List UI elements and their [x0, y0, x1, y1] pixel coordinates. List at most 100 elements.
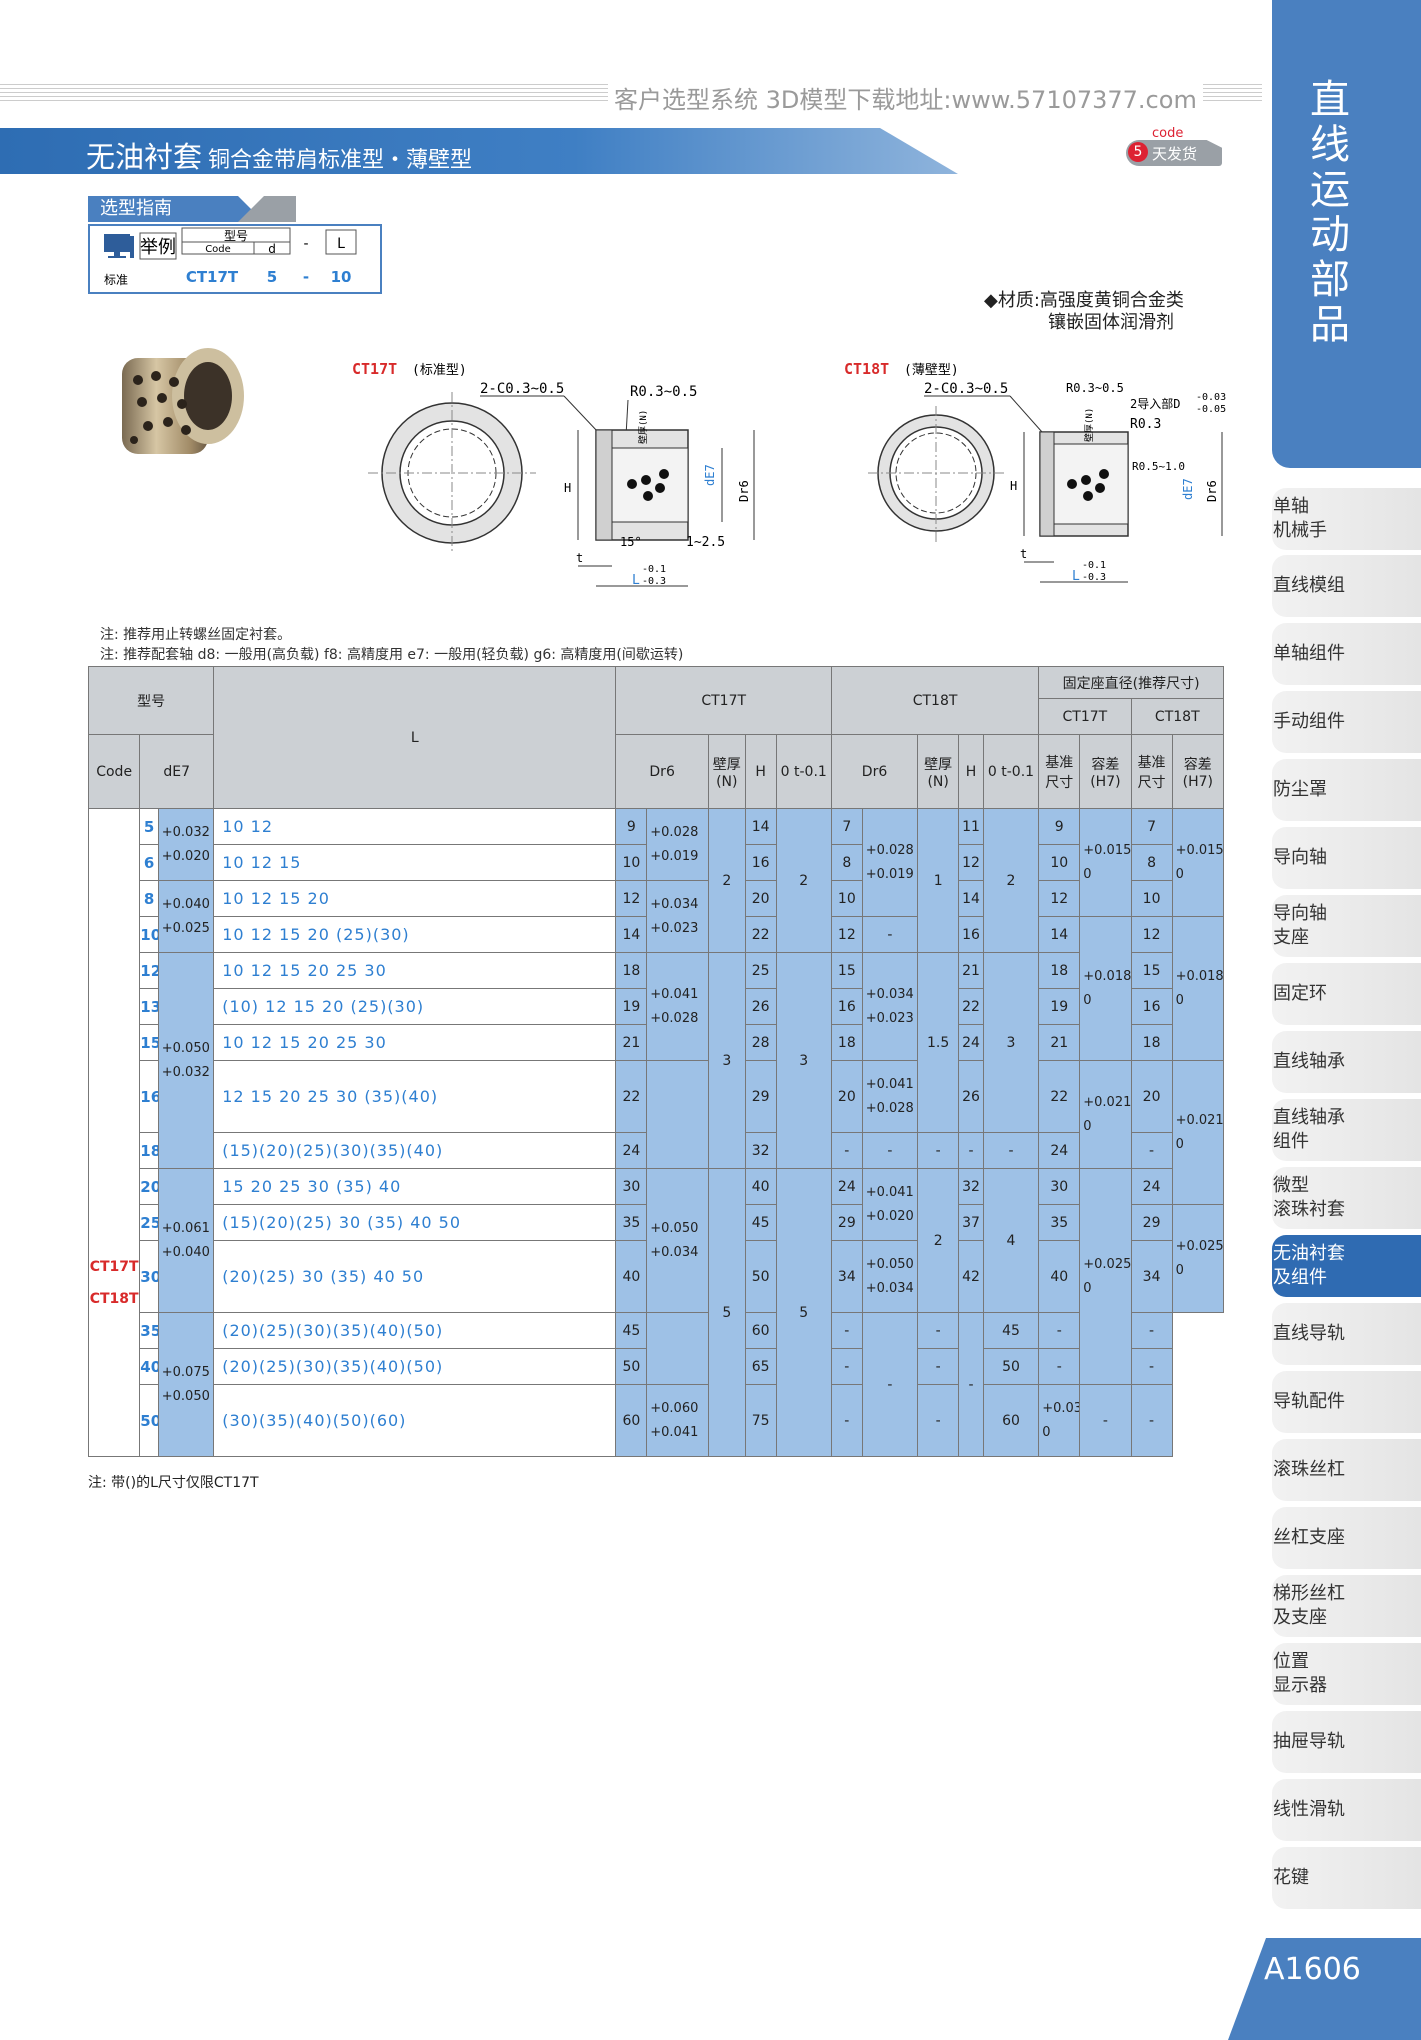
sidebar-item-17[interactable]: 梯形丝杠 及支座	[1272, 1575, 1421, 1637]
D18-value: 10	[830, 880, 863, 917]
sidebar-item-11[interactable]: 微型 滚珠衬套	[1272, 1167, 1421, 1229]
ct17t-dim-l: L	[632, 573, 640, 588]
sidebar-item-9[interactable]: 直线轴承	[1272, 1031, 1421, 1093]
l-values: (15)(20)(25)(30)(35)(40)	[213, 1132, 617, 1169]
sidebar-item-18[interactable]: 位置 显示器	[1272, 1643, 1421, 1705]
H18-value: 37	[958, 1204, 984, 1241]
header-ct17t: CT17T	[615, 666, 832, 735]
ct17t-l-tol-up: -0.1	[642, 564, 666, 575]
base17-value: 12	[1038, 880, 1081, 917]
ct18t-l-tol-up: -0.1	[1082, 560, 1106, 571]
bushing-photo	[122, 348, 244, 454]
sidebar-item-2[interactable]: 直线模组	[1272, 555, 1421, 617]
base18-value: 8	[1130, 844, 1173, 881]
D18-value: 15	[830, 952, 863, 989]
header-H17: H	[744, 734, 777, 809]
base17-value: 24	[1038, 1132, 1081, 1169]
D18-tolerance: -	[861, 916, 919, 953]
sidebar-item-21[interactable]: 花键	[1272, 1847, 1421, 1909]
base18-value: 12	[1130, 916, 1173, 953]
sidebar-item-4[interactable]: 手动组件	[1272, 691, 1421, 753]
guide-d-value: 5	[267, 268, 277, 286]
sidebar-header: 直线运动部品	[1272, 0, 1421, 468]
tol-lower: +0.020	[161, 848, 210, 864]
sidebar-item-16[interactable]: 丝杠支座	[1272, 1507, 1421, 1569]
download-url[interactable]: 客户选型系统 3D模型下载地址:www.57107377.com	[608, 80, 1203, 115]
D17-tolerance: +0.050+0.034	[646, 1168, 709, 1313]
material-note: ◆材质:高强度黄铜合金类 镶嵌固体润滑剂	[984, 290, 1184, 334]
tol-lower: 0	[1083, 992, 1092, 1008]
H17-value: 20	[744, 880, 777, 917]
sidebar-item-3[interactable]: 单轴组件	[1272, 623, 1421, 685]
D17-value: 24	[615, 1132, 648, 1169]
tol-upper: +0.034	[650, 896, 699, 912]
D18-value: 12	[830, 916, 863, 953]
fix18-tolerance: -	[1130, 1312, 1173, 1349]
sidebar-item-7[interactable]: 导向轴 支座	[1272, 895, 1421, 957]
l-values: (20)(25)(30)(35)(40)(50)	[213, 1312, 617, 1349]
header-t17: 0 t-0.1	[775, 734, 832, 809]
sidebar-item-15[interactable]: 滚珠丝杠	[1272, 1439, 1421, 1501]
D18-value: 16	[830, 988, 863, 1025]
ct17t-chamfer: 2-C0.3~0.5	[480, 381, 564, 397]
sidebar-item-20[interactable]: 线性滑轨	[1272, 1779, 1421, 1841]
d-tolerance: +0.075+0.050	[157, 1312, 215, 1457]
wall18-value: 1	[917, 808, 960, 953]
table-row: 1010 12 15 20 (25)(30)142212-1614+0.0180…	[89, 916, 1225, 1061]
H17-value: 65	[744, 1348, 777, 1385]
H18-value: 32	[958, 1168, 984, 1205]
sidebar-item-1[interactable]: 单轴 机械手	[1272, 488, 1421, 550]
d-tolerance: +0.061+0.040	[157, 1168, 215, 1313]
d-value: 15	[139, 1024, 159, 1061]
tol-lower: +0.028	[865, 1100, 914, 1116]
sidebar-item-19[interactable]: 抽屉导轨	[1272, 1711, 1421, 1773]
sidebar-item-6[interactable]: 导向轴	[1272, 827, 1421, 889]
tol-upper: +0.041	[865, 1076, 914, 1092]
t17-value: 5	[775, 1168, 832, 1457]
header-code: Code	[87, 734, 141, 809]
sidebar-item-13[interactable]: 直线导轨	[1272, 1303, 1421, 1365]
tol-upper: +0.075	[161, 1364, 210, 1380]
H18-value: 11	[958, 808, 984, 845]
D17-value: 60	[615, 1384, 648, 1457]
ct17t-range: 1~2.5	[686, 535, 725, 550]
H17-value: 25	[744, 952, 777, 989]
D18-tolerance: +0.050+0.034	[861, 1240, 919, 1313]
computer-icon	[104, 234, 134, 258]
page-title: 无油衬套铜合金带肩标准型・薄壁型	[86, 134, 472, 176]
sidebar-item-5[interactable]: 防尘罩	[1272, 759, 1421, 821]
tol-lower: +0.023	[650, 920, 699, 936]
D17-tolerance: +0.034 +0.023	[646, 880, 709, 953]
D18-value: 18	[830, 1024, 863, 1061]
l-values: 10 12 15 20 25 30	[213, 952, 617, 989]
D17-tolerance	[646, 1312, 709, 1385]
H18-value: 21	[958, 952, 984, 989]
sidebar-item-14[interactable]: 导轨配件	[1272, 1371, 1421, 1433]
l-values: (15)(20)(25) 30 (35) 40 50	[213, 1204, 617, 1241]
table-row: 50(30)(35)(40)(50)(60)60+0.060+0.04175--…	[89, 1384, 1224, 1457]
D18-value: -	[830, 1384, 863, 1457]
fix18-tolerance: -	[1130, 1348, 1173, 1385]
H17-value: 22	[744, 916, 777, 953]
sidebar-item-12[interactable]: 无油衬套 及组件	[1272, 1235, 1421, 1297]
base17-value: 9	[1038, 808, 1081, 845]
guide-code-label: Code	[205, 244, 231, 255]
H17-value: 26	[744, 988, 777, 1025]
guide-dash: -	[303, 236, 308, 252]
D18-value: -	[830, 1132, 863, 1169]
delivery-code-label: code	[1152, 126, 1184, 141]
material-line-2: 镶嵌固体润滑剂	[1048, 312, 1174, 333]
tol-upper: +0.03	[1042, 1400, 1080, 1416]
base18-value: 24	[1130, 1168, 1173, 1205]
l-values: 10 12	[213, 808, 617, 845]
ct17t-front-view	[368, 392, 536, 554]
sidebar-item-8[interactable]: 固定环	[1272, 963, 1421, 1025]
sidebar-item-10[interactable]: 直线轴承 组件	[1272, 1099, 1421, 1161]
H18-value: 16	[958, 916, 984, 953]
tol-lower: +0.019	[650, 848, 699, 864]
tol-upper: +0.028	[650, 824, 699, 840]
d-tolerance: +0.050+0.032	[157, 952, 215, 1169]
D17-value: 19	[615, 988, 648, 1025]
